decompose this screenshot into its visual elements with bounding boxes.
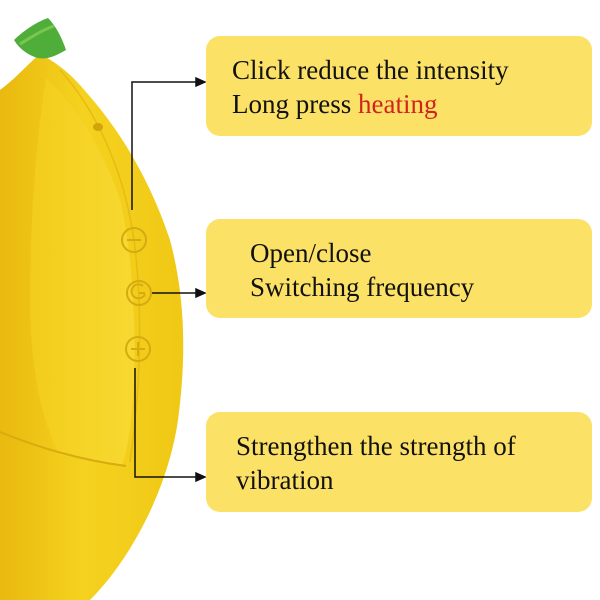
callout-plus-button: Strengthen the strength of vibration — [206, 412, 592, 512]
callout-plus-line1: Strengthen the strength of — [236, 431, 516, 461]
banana-small-hole — [93, 123, 103, 131]
connector-middle — [152, 287, 207, 299]
banana-seam — [0, 431, 127, 467]
callout-power-line1: Open/close — [250, 238, 372, 268]
plus-button-icon[interactable] — [125, 336, 151, 362]
callout-minus-line2-text: Long press — [232, 89, 358, 119]
callout-minus-line2: Long press heating — [232, 87, 592, 121]
power-button-icon[interactable] — [126, 280, 152, 306]
callout-minus-button: Click reduce the intensity Long press he… — [206, 36, 592, 136]
heating-highlight: heating — [357, 89, 438, 119]
connector-top — [131, 76, 207, 210]
callout-power-line2: Switching frequency — [250, 272, 475, 302]
callout-plus-line2: vibration — [236, 465, 334, 495]
minus-button-icon[interactable] — [121, 227, 147, 253]
connector-bottom — [134, 368, 207, 483]
banana-front-facet — [30, 78, 135, 465]
callout-minus-line1: Click reduce the intensity — [232, 55, 509, 85]
callout-power-button: Open/close Switching frequency — [206, 219, 592, 318]
banana-tip — [14, 18, 66, 59]
banana-tip-highlight — [19, 24, 55, 46]
